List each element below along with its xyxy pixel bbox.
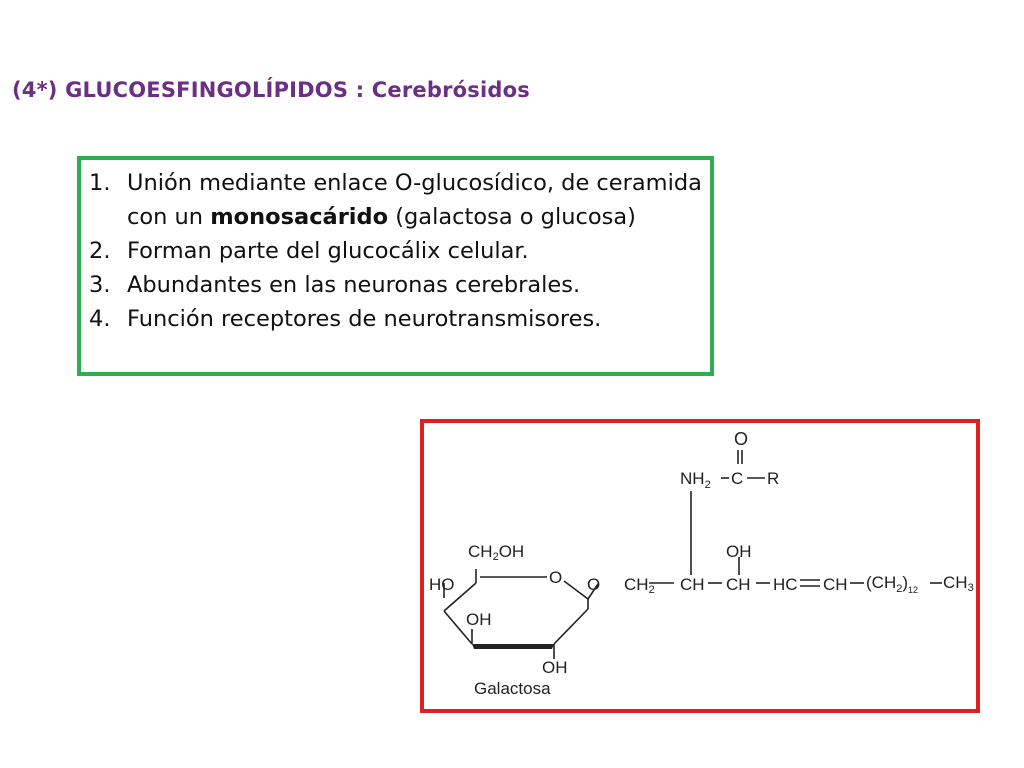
ch2n-subscript: 2: [896, 583, 902, 595]
info-list: 1. Unión mediante enlace O-glucosídico, …: [89, 166, 704, 336]
list-item-text-part: (galactosa o glucosa): [388, 204, 636, 230]
ch-hydroxyl-label: CH: [726, 575, 751, 594]
list-item: 1. Unión mediante enlace O-glucosídico, …: [89, 166, 704, 234]
ch-alkene-label: CH: [823, 575, 848, 594]
methyl-label: CH3: [943, 573, 974, 594]
structure-svg: O NH2 C R CH2OH OH O HO O CH2 CH CH HC C…: [429, 429, 974, 698]
r-group-label: R: [767, 469, 779, 488]
hydroxyl-ring-mid-label: OH: [466, 610, 492, 629]
list-item-text: Función receptores de neurotransmisores.: [127, 306, 602, 332]
ch2-link-label: CH2: [624, 575, 655, 596]
ch2-link-subscript: 2: [649, 584, 655, 596]
c1-glyco-bond: [587, 583, 599, 600]
bond-lines: [443, 450, 942, 659]
carbonyl-oxygen-label: O: [734, 429, 748, 449]
ho-label: HO: [429, 575, 455, 594]
hc-label: HC: [773, 575, 798, 594]
ring-right-lower-bond: [553, 608, 589, 645]
list-item-number: 3.: [89, 272, 111, 298]
amine-main: NH: [680, 469, 705, 488]
ch2oh-label: CH2OH: [468, 542, 524, 563]
list-item-text-part: Unión mediante enlace O-glucosídico, de …: [127, 170, 702, 230]
list-item-text: Forman parte del glucocálix celular.: [127, 238, 529, 264]
ring-oxygen-label: O: [549, 568, 562, 587]
list-item-number: 4.: [89, 306, 111, 332]
list-item: 3. Abundantes en las neuronas cerebrales…: [89, 268, 704, 302]
list-item-text: Unión mediante enlace O-glucosídico, de …: [127, 166, 704, 234]
slide-title: (4*) GLUCOESFINGOLÍPIDOS : Cerebrósidos: [12, 78, 530, 102]
ch2n-open: (CH: [866, 573, 896, 592]
ring-left-upper-bond: [443, 582, 477, 612]
ch2n-close: ): [902, 573, 908, 592]
cerebroside-structure-diagram: O NH2 C R CH2OH OH O HO O CH2 CH CH HC C…: [420, 419, 980, 713]
list-item-number: 1.: [89, 170, 111, 196]
ring-front-bold-bond: [472, 644, 554, 649]
ch2oh-tail: OH: [499, 542, 525, 561]
ch2n-count: 12: [908, 585, 918, 595]
amine-label: NH2: [680, 469, 711, 491]
amine-subscript: 2: [705, 479, 711, 491]
hydroxyl-top-label: OH: [726, 542, 752, 561]
glycosidic-oxygen-label: O: [587, 575, 600, 594]
ch2-link-main: CH: [624, 575, 649, 594]
info-box: 1. Unión mediante enlace O-glucosídico, …: [77, 156, 714, 376]
galactosa-caption: Galactosa: [474, 679, 551, 698]
methyl-subscript: 3: [968, 582, 974, 594]
list-item-number: 2.: [89, 238, 111, 264]
hydroxyl-ring-bottom-label: OH: [542, 658, 568, 677]
list-item-bold-term: monosacárido: [210, 204, 389, 230]
methyl-main: CH: [943, 573, 968, 592]
list-item: 4. Función receptores de neurotransmisor…: [89, 302, 704, 336]
list-item: 2. Forman parte del glucocálix celular.: [89, 234, 704, 268]
ring-left-lower-bond: [443, 610, 473, 645]
ring-o-c1-bond: [563, 580, 589, 600]
ch2n-chain-label: (CH2)12: [866, 573, 918, 595]
list-item-text: Abundantes en las neuronas cerebrales.: [127, 272, 581, 298]
ch2oh-subscript: 2: [493, 551, 499, 563]
ch-amine-label: CH: [680, 575, 705, 594]
carbonyl-carbon-label: C: [731, 469, 743, 488]
ch2oh-main: CH: [468, 542, 493, 561]
